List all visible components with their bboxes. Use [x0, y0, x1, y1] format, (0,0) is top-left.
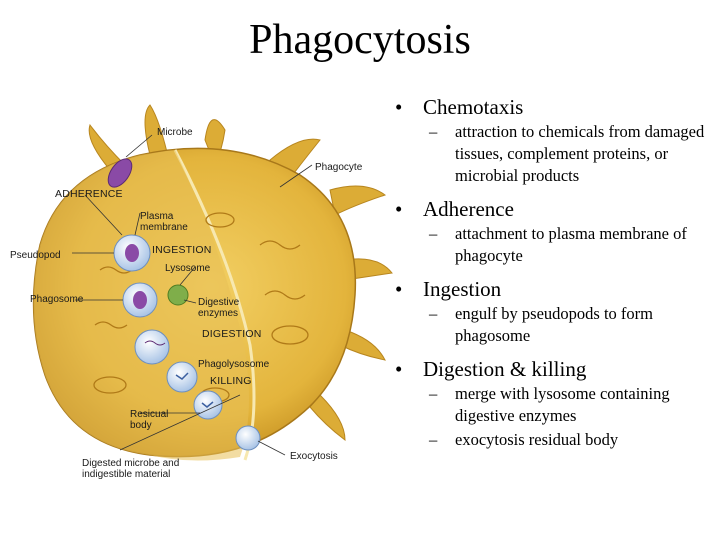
label-phagocyte: Phagocyte: [315, 162, 362, 173]
bullet-chemotaxis: •Chemotaxis: [395, 95, 715, 119]
slide-title: Phagocytosis: [0, 14, 720, 66]
sub-bullet: –engulf by pseudopods to form phagosome: [429, 303, 715, 347]
bullet-ingestion: •Ingestion: [395, 277, 715, 301]
label-plasma-membrane: Plasma membrane: [140, 211, 188, 233]
label-lysosome: Lysosome: [165, 263, 210, 274]
label-phagolysosome: Phagolysosome: [198, 359, 269, 370]
label-adherence: ADHERENCE: [55, 189, 123, 200]
label-residual-body: Resicual body: [130, 409, 168, 431]
label-phagosome: Phagosome: [30, 294, 83, 305]
sub-bullet: –attachment to plasma membrane of phagoc…: [429, 223, 715, 267]
label-digestive-enzymes: Digestive enzymes: [198, 297, 239, 319]
bullet-list: •Chemotaxis –attraction to chemicals fro…: [395, 85, 715, 451]
sub-bullet: –attraction to chemicals from damaged ti…: [429, 121, 715, 187]
sub-bullet: –merge with lysosome containing digestiv…: [429, 383, 715, 427]
label-pseudopod: Pseudopod: [10, 250, 61, 261]
label-ingestion: INGESTION: [152, 245, 212, 256]
sub-bullet: –exocytosis residual body: [429, 429, 715, 451]
label-digestion: DIGESTION: [202, 329, 262, 340]
bullet-digestion-killing: •Digestion & killing: [395, 357, 715, 381]
lysosome-shape: [168, 285, 188, 305]
label-exocytosis: Exocytosis: [290, 451, 338, 462]
label-digested-microbe: Digested microbe and indigestible materi…: [82, 458, 179, 480]
label-microbe: Microbe: [157, 127, 193, 138]
bullet-adherence: •Adherence: [395, 197, 715, 221]
label-killing: KILLING: [210, 376, 252, 387]
phagocytosis-figure: Microbe Phagocyte ADHERENCE Plasma membr…: [0, 95, 400, 495]
